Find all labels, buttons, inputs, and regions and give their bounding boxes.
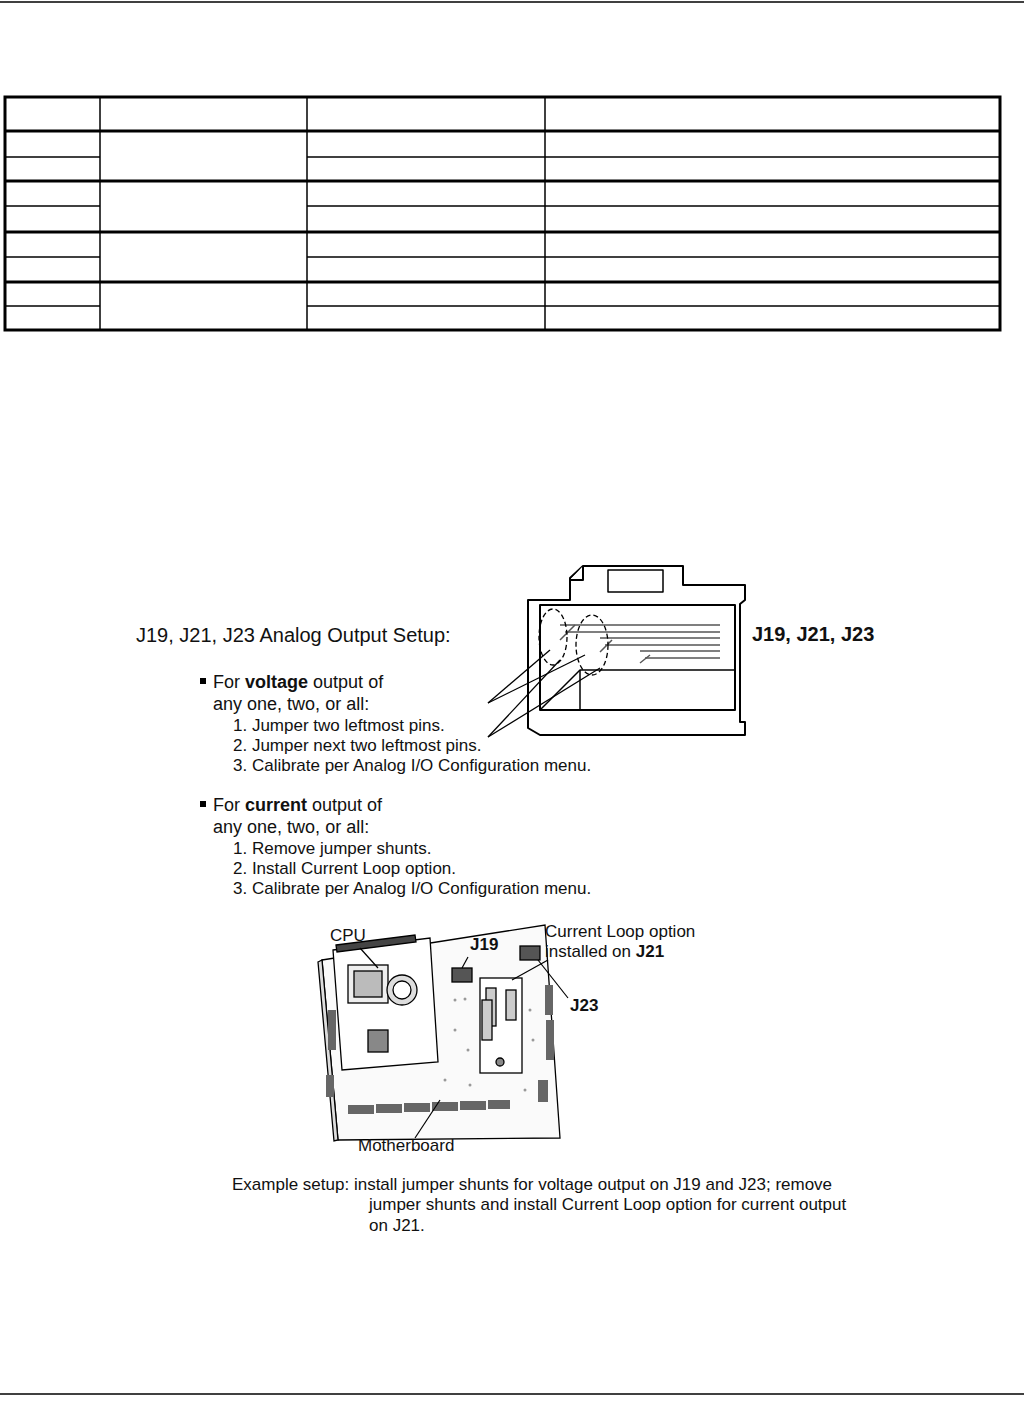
caption: Example setup: install jumper shunts for…: [232, 1175, 857, 1236]
bullet-text: For voltage output of any one, two, or a…: [213, 672, 413, 715]
word: current: [245, 795, 307, 815]
word: Current: [545, 922, 602, 941]
word: all:: [346, 694, 369, 714]
word: output: [312, 795, 362, 815]
word: or: [325, 817, 341, 837]
figure-heading: J19, J21, J23 Analog Output Setup:: [136, 623, 451, 647]
step-text: 1. Remove jumper shunts.: [233, 839, 431, 859]
part-label: CPU: [330, 926, 366, 946]
word: of: [368, 672, 383, 692]
step-text: 3. Calibrate per Analog I/O Configuratio…: [233, 879, 591, 899]
word: of: [367, 795, 382, 815]
word: two,: [287, 817, 320, 837]
part-label: J23: [570, 996, 598, 1016]
word: one,: [247, 817, 282, 837]
step-text: 3. Calibrate per Analog I/O Configuratio…: [233, 756, 591, 776]
part-label: Motherboard: [358, 1136, 454, 1156]
step-text: 1. Jumper two leftmost pins.: [233, 716, 445, 736]
word: output: [313, 672, 363, 692]
word: voltage: [245, 672, 308, 692]
word: on: [612, 942, 631, 961]
word: J21: [636, 942, 664, 961]
word: installed: [545, 942, 607, 961]
connector-name: J19, J21, J23: [752, 622, 874, 646]
part-label: Current Loop option installed on J21: [545, 922, 735, 963]
part-label: J19: [470, 935, 498, 955]
bullet-text: For current output of any one, two, or a…: [213, 795, 413, 838]
word: For: [213, 672, 240, 692]
word: one,: [247, 694, 282, 714]
word: Loop: [606, 922, 644, 941]
word: all:: [346, 817, 369, 837]
word: option: [649, 922, 695, 941]
word: two,: [287, 694, 320, 714]
word: any: [213, 817, 242, 837]
word: any: [213, 694, 242, 714]
word: For: [213, 795, 240, 815]
step-text: 2. Jumper next two leftmost pins.: [233, 736, 482, 756]
step-text: 2. Install Current Loop option.: [233, 859, 456, 879]
word: or: [325, 694, 341, 714]
